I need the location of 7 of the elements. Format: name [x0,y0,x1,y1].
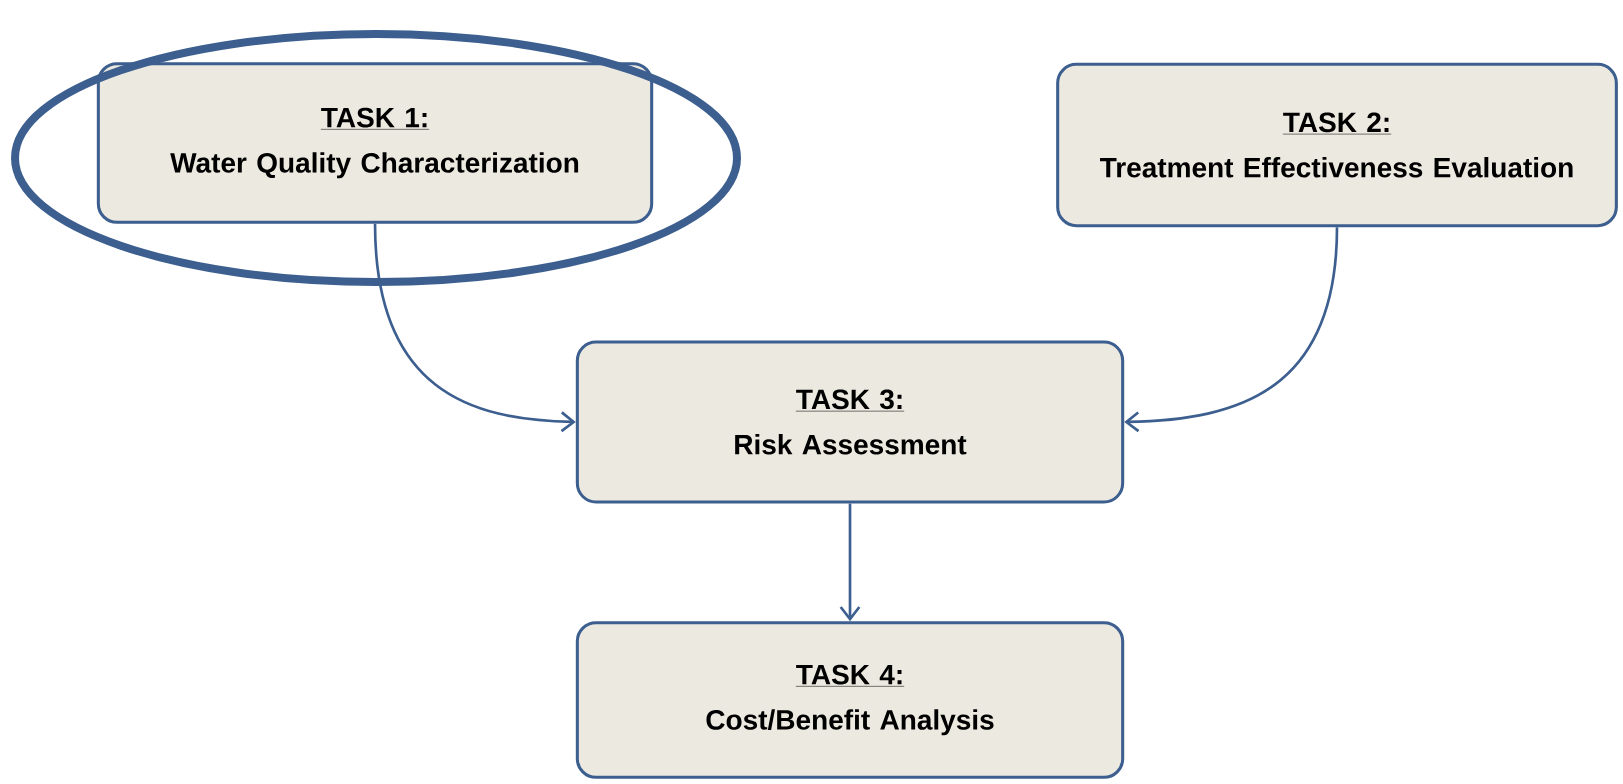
task-box: TASK 4: Cost/Benefit Analysis [575,621,1125,779]
task-box: TASK 3: Risk Assessment [575,340,1125,504]
arrow [373,223,576,433]
task-box: TASK 2: Treatment Effectiveness Evaluation [1056,62,1618,228]
task-box: TASK 1: Water Quality Characterization [96,62,654,224]
arrow [839,503,861,622]
arrow [1124,227,1339,433]
